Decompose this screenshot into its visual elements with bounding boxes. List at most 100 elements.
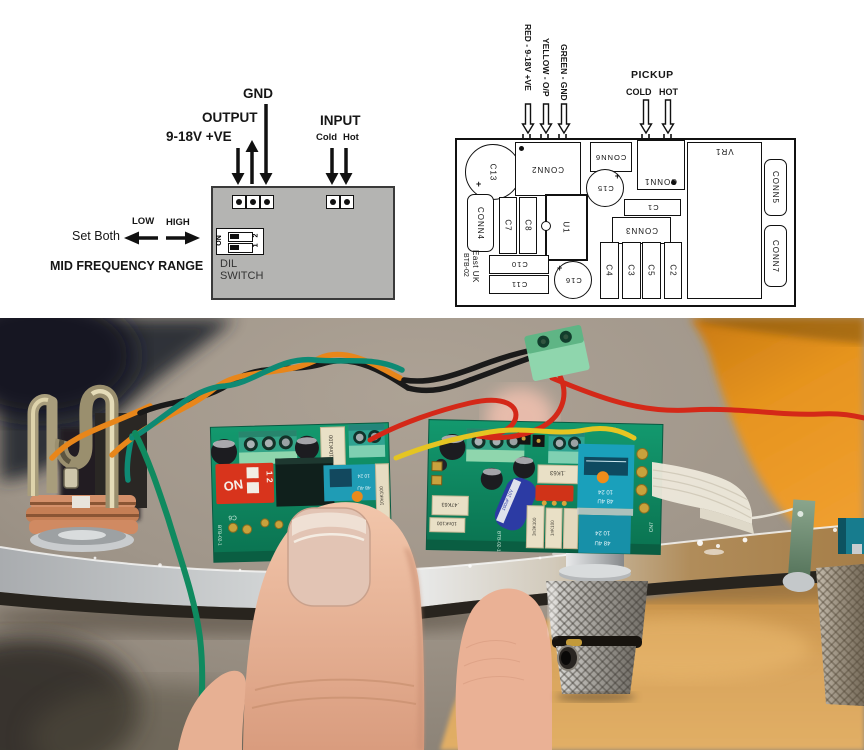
polarity-dot xyxy=(519,146,524,151)
pcb2-model-silk: BTB-02-1 xyxy=(495,531,501,552)
film-cap-code: 10nK100 xyxy=(437,520,457,526)
teal-wire xyxy=(129,356,405,441)
orange-object xyxy=(690,318,864,560)
component-c15: C15 + xyxy=(586,169,624,207)
jack-nut-top xyxy=(58,530,106,540)
component-c16: C16 + xyxy=(554,261,592,299)
index-finger-edge xyxy=(178,670,247,750)
mid-frequency-range-label: MID FREQUENCY RANGE xyxy=(50,259,204,273)
red-wire-label: RED - 9-18V +VE xyxy=(523,24,533,91)
high-label: HIGH xyxy=(166,217,190,228)
pickup-cold-label: COLD xyxy=(626,87,652,97)
standoff xyxy=(559,540,631,582)
trimmer-marking: 48 4U xyxy=(357,484,371,490)
component-conn4: CONN4 xyxy=(467,194,494,252)
yellow-wire xyxy=(393,425,637,461)
dil-slider-2 xyxy=(228,232,253,242)
film-cap xyxy=(429,517,466,533)
set-both-label: Set Both xyxy=(72,229,120,243)
red-wire-connector xyxy=(477,373,567,441)
trimmer-marking: 48 4U xyxy=(594,539,610,545)
polarity-dot xyxy=(671,180,676,185)
silk-cn7: CN7 xyxy=(649,522,655,532)
film-cap-code: 10nK100 xyxy=(379,486,386,506)
pcb2: 100uF 10V .1K63 3n3K100 1nK100 .47K63 10… xyxy=(425,419,664,555)
plate-edge-dark xyxy=(0,568,864,621)
u1-notch xyxy=(541,221,551,231)
trimmer-marking: 10 24 xyxy=(597,488,613,494)
pcb2-trimmer-stack: 10 24 48 4U 10 24 48 4U xyxy=(577,443,635,554)
polarity-plus: + xyxy=(614,171,621,181)
gold-pad xyxy=(431,475,443,486)
left-diagram-arrows xyxy=(124,104,353,245)
film-cap-code: 3n3K100 xyxy=(532,517,537,536)
model-silk: BTB-02 xyxy=(462,253,469,277)
dil-slider-1 xyxy=(228,243,253,253)
fingerprint-ridges xyxy=(462,640,525,685)
silk-c6: C6 xyxy=(228,514,237,521)
black-wire-to-connector xyxy=(405,355,533,394)
clip-tab xyxy=(63,467,79,489)
dil-numbers: 1 2 xyxy=(252,231,260,248)
plate-top-highlight xyxy=(0,523,864,574)
knob-brass-glint xyxy=(566,639,582,646)
polarity-plus: + xyxy=(476,179,483,189)
component-c8: C8 xyxy=(519,197,537,254)
front-wires xyxy=(367,373,864,461)
component-conn5: CONN5 xyxy=(764,159,787,216)
component-c2: C2 xyxy=(664,242,682,299)
thumbnail-line xyxy=(293,532,365,544)
film-cap-code: 1nK100 xyxy=(550,520,555,536)
solder-pad xyxy=(231,195,246,209)
red-component xyxy=(535,484,574,502)
knob-highlight xyxy=(548,584,557,636)
dip-slider xyxy=(246,467,259,479)
component-c11: C11 xyxy=(489,275,549,294)
film-cap xyxy=(431,495,469,516)
component-u1: U1 xyxy=(545,194,588,261)
low-label: LOW xyxy=(132,216,155,227)
dil-on-label: ON xyxy=(215,235,223,246)
knob-stacked xyxy=(546,581,648,702)
pcb1-model-silk: BTB-02-1 xyxy=(216,525,223,546)
solder-pad xyxy=(325,195,340,209)
dip-slider xyxy=(246,482,260,494)
ribbon-cable xyxy=(652,462,816,593)
fingertip-behind-knob xyxy=(455,588,552,750)
dil-switch-caption: DIL SWITCH xyxy=(220,258,264,283)
hot-label: Hot xyxy=(343,132,359,143)
trimmer-marking: 10 24 xyxy=(357,472,370,478)
green-wire-label: GREEN - GND xyxy=(559,44,569,101)
ground-tab xyxy=(782,499,816,593)
component-conn3: CONN3 xyxy=(612,217,671,244)
ic-chip xyxy=(275,457,335,507)
orange-dot xyxy=(351,491,363,503)
black-wire-to-connector xyxy=(401,347,535,384)
blue-electrolytic-cap: 100uF 10V xyxy=(494,477,537,531)
trimmer-marking: 48 4U xyxy=(597,497,613,503)
orange-object-shadow xyxy=(697,318,864,344)
polarity-plus: + xyxy=(557,263,564,273)
solder-pad xyxy=(245,195,260,209)
thumb-shading xyxy=(404,547,425,750)
trimmer-marking: 10 24 xyxy=(594,529,610,535)
photo-section: 10nK100 ON 1 2 10 24 48 4U 10nK100 C6 xyxy=(0,318,864,750)
plate-surface xyxy=(0,524,864,609)
dil-switch-diagram: ON 1 2 xyxy=(216,228,264,255)
film-cap-code: .1K63 xyxy=(549,469,565,475)
component-c7: C7 xyxy=(499,197,517,254)
pcb-layout-board: C13 + CONN2 CONN6 CONN1 VR1 CONN5 CONN7 … xyxy=(455,138,796,307)
right-edge-component xyxy=(838,518,864,554)
red-wire-right xyxy=(549,375,864,421)
knob-shadow xyxy=(556,692,636,702)
pcb1-dip-switch: ON 1 2 xyxy=(215,462,275,505)
input-label: INPUT xyxy=(320,113,361,128)
dip-on-label: ON xyxy=(223,476,245,494)
wire-bundle xyxy=(49,347,535,483)
component-c10: C10 xyxy=(489,255,549,274)
gnd-label: GND xyxy=(243,86,273,101)
knuckle-creases xyxy=(251,678,417,709)
brand-silk: East UK xyxy=(471,250,480,283)
component-c5: C5 xyxy=(642,242,661,299)
